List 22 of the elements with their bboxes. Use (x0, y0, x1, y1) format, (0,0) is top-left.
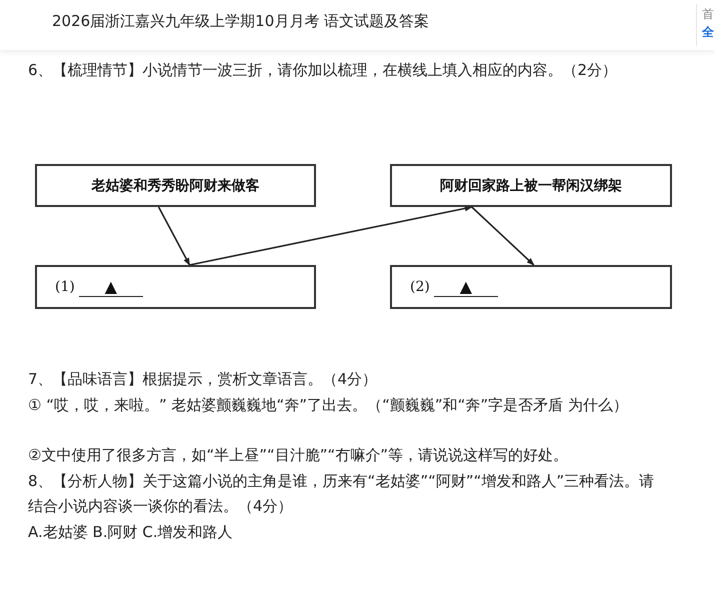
nav-text: 首 (702, 6, 714, 23)
answer-options: A.老姑婆 B.阿财 C.增发和路人 (28, 520, 668, 545)
event-text: 阿财回家路上被一帮闲汉绑架 (440, 176, 622, 194)
question-text: ① “哎，哎，来啦。” 老姑婆颤巍巍地“奔”了出去。（“颤巍巍”和“奔”字是否矛盾 为什么） (28, 395, 629, 416)
question-text: ②文中使用了很多方言，如“半上昼”“目汁脆”“冇嘛介”等，请说说这样写的好处。 (28, 445, 570, 466)
fill-in-line: ▲ (78, 278, 143, 296)
event-text: 老姑婆和秀秀盼阿财来做客 (92, 176, 260, 194)
answer-box (390, 265, 672, 309)
event-box (390, 164, 672, 207)
answer-box (35, 265, 316, 309)
question-text: 8、【分析人物】关于这篇小说的主角是谁，历来有“老姑婆”“阿财”“增发和路人”三种看法。请结合小说内容谈一谈你的看法。（4分） (28, 471, 656, 517)
fill-in-line: ▲ (434, 278, 498, 296)
nav-link: 全 (702, 24, 714, 41)
arrow (471, 206, 535, 266)
blank-number: (2) (410, 279, 430, 295)
page-title: 2026届浙江嘉兴九年级上学期10月月考 语文试题及答案 (52, 12, 430, 31)
question-text: 7、【品味语言】根据提示，赏析文章语言。（4分） (28, 369, 378, 390)
blank-number: (1) (55, 279, 75, 295)
event-box (35, 164, 316, 207)
arrow (189, 205, 473, 266)
arrow (158, 206, 190, 266)
question-text: 6、【梳理情节】小说情节一波三折，请你加以梳理，在横线上填入相应的内容。（2分） (28, 60, 618, 81)
